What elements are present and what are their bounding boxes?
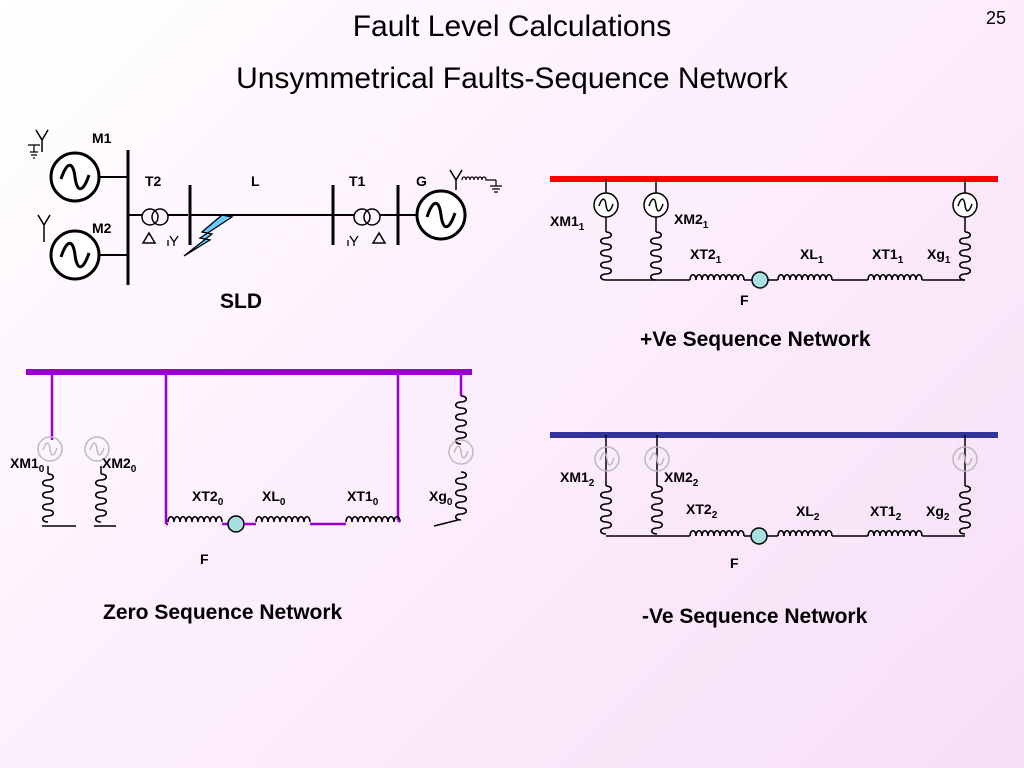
reactance-xm1 <box>599 231 613 281</box>
reactance-xl <box>777 273 833 281</box>
transformer-t2-icon <box>141 208 159 226</box>
label-f: F <box>730 555 739 571</box>
source-xm1-icon <box>37 436 63 462</box>
label-l: L <box>251 173 260 189</box>
label-xm1: XM11 <box>550 213 585 233</box>
reactance-xt2 <box>167 515 223 523</box>
label-t1: T1 <box>349 173 366 189</box>
label-xt2: XT22 <box>686 501 718 521</box>
label-xl: XL1 <box>800 246 824 266</box>
caption-zero-sequence: Zero Sequence Network <box>103 601 343 624</box>
negative-sequence-network: XM12 XM22 XT22 XL2 XT12 Xg2 F -Ve Sequen… <box>550 432 998 628</box>
label-xm2: XM20 <box>102 455 137 475</box>
reactance-xl <box>777 529 833 537</box>
reactance-xm2 <box>650 485 664 535</box>
fault-point-node <box>751 271 769 289</box>
label-xl: XL2 <box>796 503 820 523</box>
single-line-diagram: M1 M2 T2 L T1 G SLD <box>28 129 502 313</box>
fault-lightning-icon <box>183 214 234 257</box>
label-xl: XL0 <box>262 488 286 508</box>
label-xm2: XM21 <box>674 211 709 231</box>
slide-subtitle: Unsymmetrical Faults-Sequence Network <box>236 62 788 95</box>
label-f: F <box>200 551 209 567</box>
label-xt2: XT21 <box>690 246 722 266</box>
grounding-reactance-xg <box>454 395 468 445</box>
reactance-xl <box>255 515 311 523</box>
fault-point-node <box>750 527 768 545</box>
ground-icon <box>28 144 40 159</box>
fault-point-node <box>227 515 245 533</box>
label-xm2: XM22 <box>664 469 699 489</box>
generator-g-icon <box>415 189 467 241</box>
label-g: G <box>416 173 427 189</box>
star-connection-icon <box>37 214 51 242</box>
star-connection-icon <box>35 129 49 152</box>
reactance-xt1 <box>345 515 401 523</box>
label-t2: T2 <box>145 173 162 189</box>
label-xg: Xg1 <box>927 246 951 266</box>
transformer-t1-icon <box>353 208 371 226</box>
label-xt1: XT11 <box>872 246 904 266</box>
star-connection-icon <box>449 169 463 190</box>
delta-connection-icon <box>141 231 157 244</box>
motor-m1-icon <box>49 151 101 203</box>
reactance-xm2 <box>94 473 108 523</box>
reactance-xg <box>958 231 972 281</box>
caption-sld: SLD <box>220 290 262 313</box>
label-xt1: XT12 <box>870 503 902 523</box>
source-xm1-icon <box>594 446 620 472</box>
label-xm1: XM10 <box>10 455 45 475</box>
slide-title: Fault Level Calculations <box>352 10 672 43</box>
label-xg: Xg2 <box>926 503 950 523</box>
label-xt2: XT20 <box>192 488 224 508</box>
reactance-xt2 <box>689 273 745 281</box>
source-xg-icon <box>952 192 978 218</box>
label-xt1: XT10 <box>347 488 379 508</box>
source-xm1-icon <box>593 192 619 218</box>
star-ground-icon <box>347 235 359 246</box>
reactance-xg <box>958 485 972 535</box>
reactance-xt2 <box>689 529 745 537</box>
label-xm1: XM12 <box>560 469 595 489</box>
label-m2: M2 <box>92 220 112 236</box>
source-xm2-icon <box>643 192 669 218</box>
reactance-xm2 <box>649 231 663 281</box>
caption-negative-sequence: -Ve Sequence Network <box>642 605 868 628</box>
label-m1: M1 <box>92 130 112 146</box>
star-ground-icon <box>167 235 179 246</box>
reactance-xt1 <box>867 273 923 281</box>
label-xg: Xg0 <box>429 488 453 508</box>
positive-sequence-network: XM11 XM21 XT21 XL1 XT11 Xg1 F +Ve Sequen… <box>550 176 998 351</box>
caption-positive-sequence: +Ve Sequence Network <box>640 328 871 351</box>
reactance-xm1 <box>599 485 613 535</box>
delta-connection-icon <box>371 231 387 244</box>
motor-m2-icon <box>49 229 101 281</box>
reactance-xm1 <box>41 473 55 523</box>
zero-sequence-network: XM10 XM20 XT20 XL0 XT10 Xg0 F Zero Seque… <box>10 369 474 624</box>
grounding-reactor-icon <box>461 176 502 193</box>
label-f: F <box>740 292 749 308</box>
reactance-xt1 <box>867 529 923 537</box>
reactance-xg <box>454 471 468 521</box>
page-number: 25 <box>985 8 1006 28</box>
